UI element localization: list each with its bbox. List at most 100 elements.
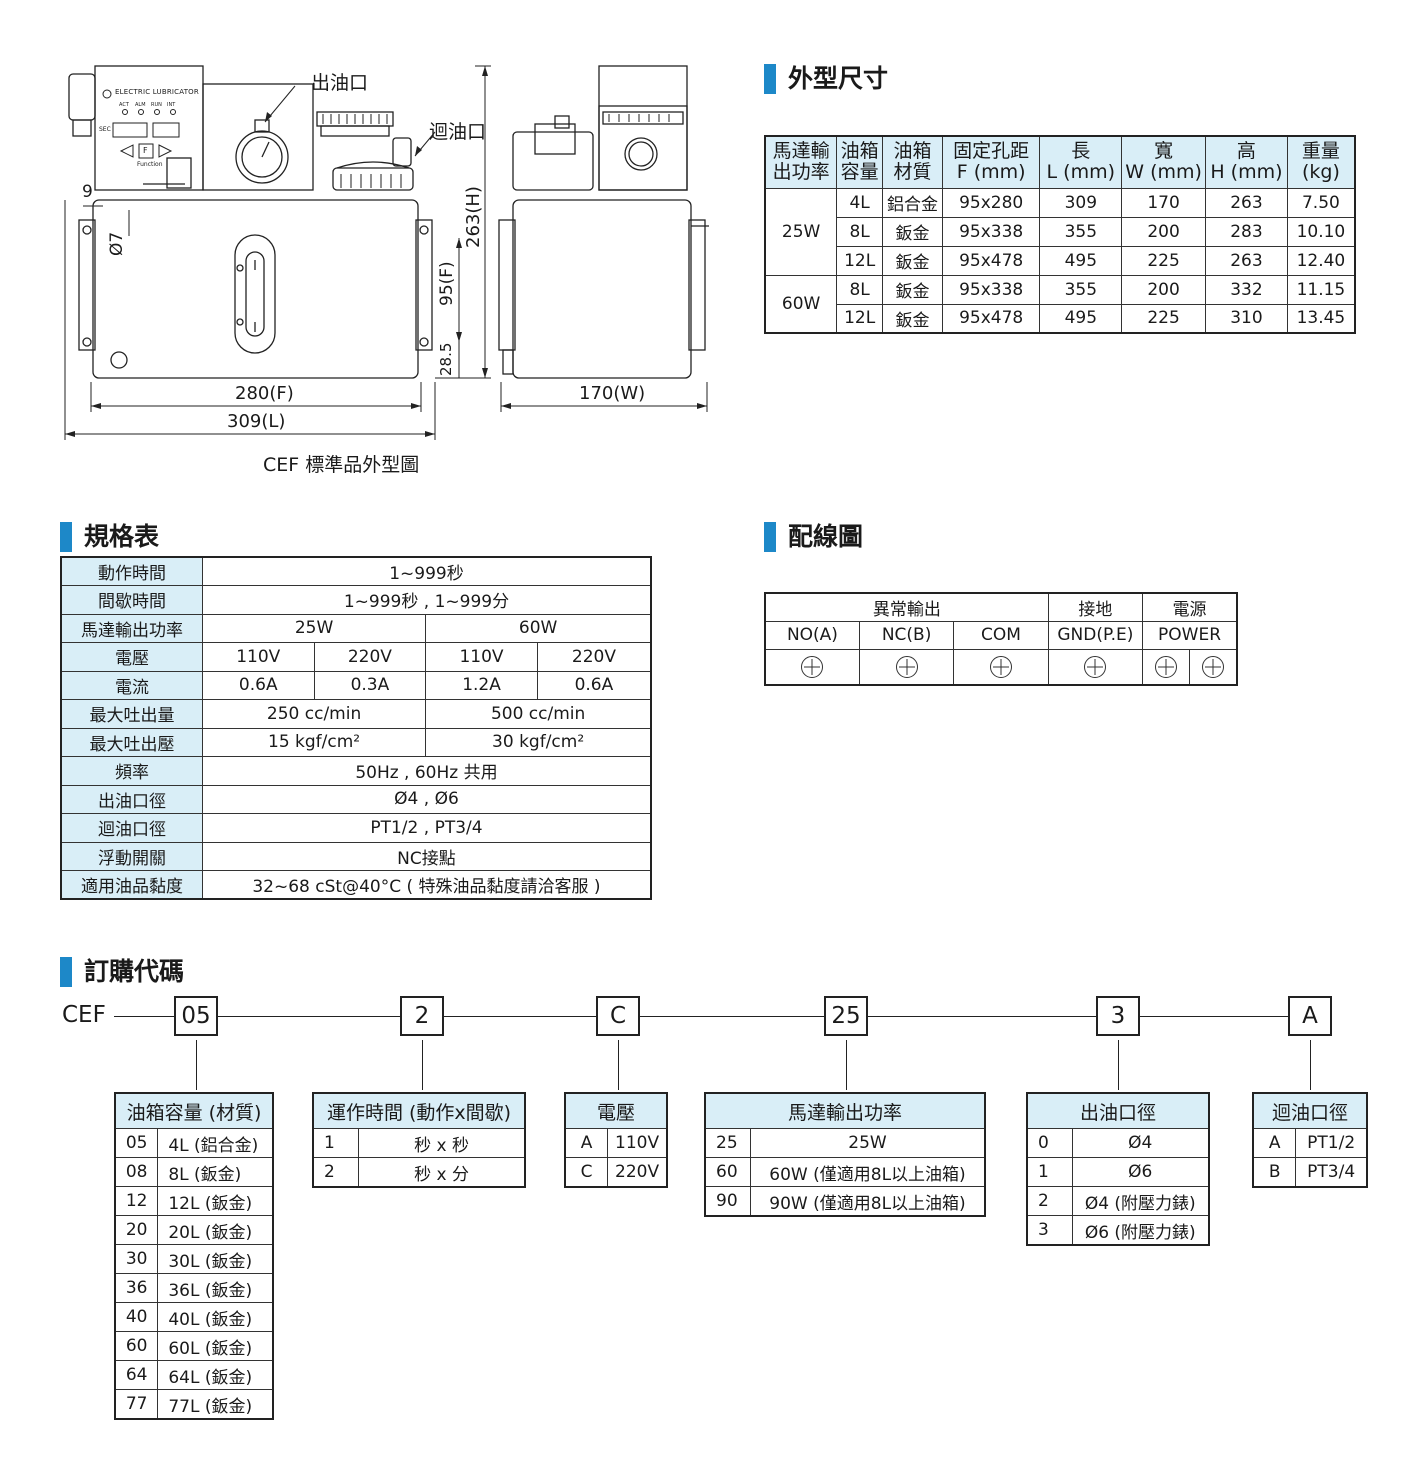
spec-value: 0.6A [536,670,652,700]
terminal-com: COM [953,620,1049,650]
dim-309l: 309(L) [227,411,286,432]
panel-brand-label: ELECTRIC LUBRICATOR [115,88,199,96]
table-cell: 鈑金 [882,303,943,334]
option-code: 40 [114,1302,159,1332]
table-row: 12L 鈑金 95x478 495 225 263 12.40 [765,245,1356,276]
spec-value: 110V [425,642,538,672]
spec-value: 15 kgf/cm² [201,727,427,757]
spec-label: 電流 [60,670,203,700]
panel-f-label: F [143,146,148,155]
option-desc: 90W (僅適用8L以上油箱) [749,1186,986,1217]
dim-280f: 280(F) [235,383,294,404]
spec-label: 馬達輸出功率 [60,613,203,643]
spec-row-frequency: 頻率 50Hz , 60Hz 共用 [60,756,652,786]
spec-value: 1~999秒 , 1~999分 [201,585,652,615]
table-cell: 310 [1205,303,1288,334]
option-desc: Ø6 (附壓力錶) [1071,1215,1210,1246]
order-code-timing: 2 [400,996,444,1036]
panel-led-run: RUN [151,102,162,108]
option-desc: 77L (鈑金) [157,1389,274,1420]
option-code: 1 [312,1128,360,1158]
option-code: 90 [704,1186,751,1217]
spec-value: 25W [201,613,427,643]
table-cell: 309 [1039,187,1123,218]
dim-header-weight: 重量(kg) [1286,135,1356,189]
order-connector-tank [196,1040,197,1090]
option-desc: 110V [607,1128,668,1158]
table-cell: 263 [1205,187,1288,218]
option-code: B [1252,1157,1297,1188]
table-cell: 332 [1205,274,1288,305]
spec-label: 出油口徑 [60,784,203,814]
order-code-motor: 25 [824,996,868,1036]
table-cell: 355 [1039,274,1123,305]
table-cell: 225 [1121,303,1207,334]
option-desc: 20L (鈑金) [157,1215,274,1245]
option-code: 25 [704,1128,751,1158]
order-tank-header: 油箱容量 (材質) [114,1092,274,1129]
option-code: 08 [114,1157,159,1187]
spec-value: NC接點 [201,841,652,871]
option-desc: 秒 x 分 [358,1157,526,1188]
table-cell: 263 [1205,245,1288,276]
tank-body [92,199,419,379]
spec-value: 110V [201,642,315,672]
panel-led-int: INT [167,102,176,108]
table-cell: 鋁合金 [882,187,943,218]
option-code: A [564,1128,609,1158]
wiring-group-alarm: 異常輸出 [764,592,1049,622]
option-code: 60 [114,1331,159,1361]
level-gauge [234,234,276,354]
panel-function-label: Function [137,161,163,168]
wiring-group-power: 電源 [1142,592,1238,622]
terminal-com-screw [953,648,1049,686]
terminal-screw-icon [1155,655,1178,678]
spec-row-action-time: 動作時間 1~999秒 [60,556,652,586]
order-return-header: 迴油口徑 [1252,1092,1368,1129]
option-code: 64 [114,1360,159,1390]
order-prefix: CEF [62,1002,106,1028]
spec-row-float-switch: 浮動開關 NC接點 [60,841,652,871]
option-code: A [1252,1128,1297,1158]
dim-170w: 170(W) [579,383,646,404]
option-desc: Ø6 [1071,1157,1210,1187]
table-cell: 225 [1121,245,1207,276]
table-row: 12L 鈑金 95x478 495 225 310 13.45 [765,303,1356,334]
dim-header-capacity: 油箱容量 [836,135,884,189]
spec-row-max-flow: 最大吐出量 250 cc/min 500 cc/min [60,699,652,729]
table-cell: 495 [1039,245,1123,276]
table-cell: 8L [836,274,884,305]
spec-value: 220V [313,642,427,672]
table-cell: 95x478 [941,303,1041,334]
option-desc: 220V [607,1157,668,1188]
order-code-outlet: 3 [1096,996,1140,1036]
drawing-caption: CEF 標準品外型圖 [263,454,420,476]
table-row: 25W 4L 鋁合金 95x280 309 170 263 7.50 [764,187,1356,276]
order-code-tank: 05 [174,996,218,1036]
spec-row-voltage: 電壓 110V 220V 110V 220V [60,642,652,672]
terminal-gnd-screw [1047,648,1144,686]
spec-value: 50Hz , 60Hz 共用 [201,756,652,786]
table-cell: 95x478 [941,245,1041,276]
wiring-group-ground: 接地 [1047,592,1144,622]
terminal-nc: NC(B) [858,620,955,650]
spec-label: 最大吐出量 [60,699,203,729]
order-motor-header: 馬達輸出功率 [704,1092,986,1129]
spec-value: PT1/2 , PT3/4 [201,813,652,843]
pressure-gauge [235,130,289,184]
order-outlet-header: 出油口徑 [1026,1092,1210,1129]
order-connector-timing [422,1040,423,1090]
option-desc: 4L (鋁合金) [157,1128,274,1158]
